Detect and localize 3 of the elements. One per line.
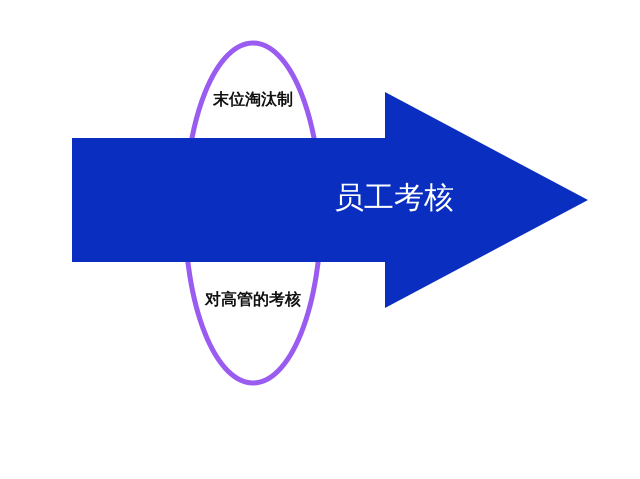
arrow-label: 员工考核 <box>334 180 454 218</box>
ring-label: 末位淘汰制 <box>213 90 293 110</box>
ring-label: 对高管的考核 <box>205 290 301 310</box>
